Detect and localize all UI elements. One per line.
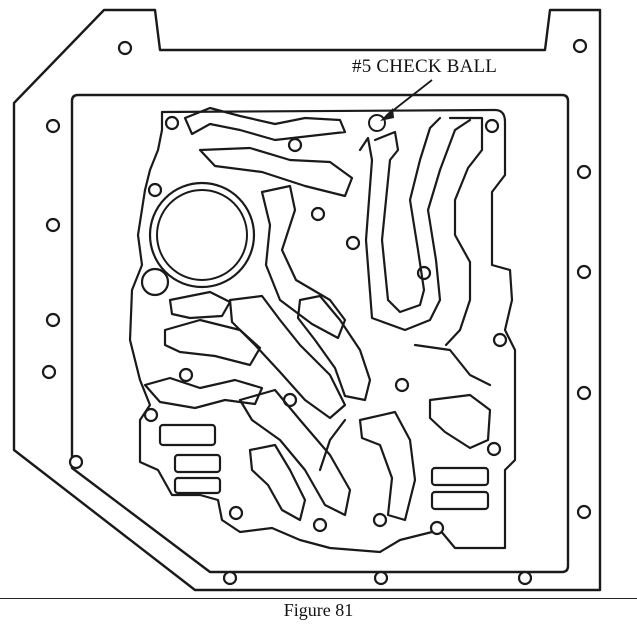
- channel: [373, 116, 442, 314]
- small-bore: [140, 267, 170, 297]
- bolt-hole: [576, 504, 592, 520]
- bolt-hole: [45, 118, 61, 134]
- bolt-hole: [373, 570, 389, 586]
- port-hole: [164, 115, 180, 131]
- channel: [358, 410, 417, 522]
- port-hole: [147, 182, 163, 198]
- bolt-hole: [222, 570, 238, 586]
- channel-network: [128, 106, 517, 554]
- bolt-hole: [576, 385, 592, 401]
- channel: [413, 343, 492, 387]
- channel: [318, 418, 347, 472]
- port-hole: [484, 118, 500, 134]
- rect-port: [173, 453, 222, 474]
- port-hole: [394, 377, 410, 393]
- channel: [238, 388, 352, 517]
- gasket-outer-outline: [12, 8, 602, 592]
- bolt-holes: [41, 38, 592, 586]
- check-ball-icon: [368, 114, 386, 132]
- channel: [163, 318, 262, 367]
- channel: [143, 376, 264, 410]
- rect-port: [430, 466, 490, 487]
- port-hole: [372, 512, 388, 528]
- channel: [198, 146, 354, 198]
- rect-port: [430, 490, 490, 511]
- channel: [248, 443, 307, 522]
- port-hole: [429, 520, 445, 536]
- gasket-inner-window: [70, 93, 570, 574]
- leader-arrowhead: [380, 108, 394, 121]
- port-hole: [310, 206, 326, 222]
- channel: [296, 294, 372, 402]
- port-hole: [287, 137, 303, 153]
- port-hole: [178, 367, 194, 383]
- caption-divider: [0, 598, 637, 599]
- body-outline: [128, 108, 517, 554]
- bolt-hole: [576, 164, 592, 180]
- port-hole: [345, 235, 361, 251]
- port-hole: [312, 517, 328, 533]
- leader-line: [385, 79, 433, 117]
- bolt-hole: [68, 454, 84, 470]
- bolt-hole: [576, 264, 592, 280]
- check-ball-callout: #5 CHECK BALL: [352, 56, 498, 77]
- bolt-hole: [117, 40, 133, 56]
- channel: [260, 184, 347, 340]
- large-bore: [148, 181, 256, 289]
- port-hole: [143, 407, 159, 423]
- bolt-hole: [41, 364, 57, 380]
- bolt-hole: [517, 570, 533, 586]
- channel: [168, 290, 232, 320]
- check-ball-marker: [368, 79, 433, 132]
- channel: [183, 106, 347, 142]
- channel: [358, 118, 472, 332]
- bolt-hole: [572, 38, 588, 54]
- bolt-hole: [45, 217, 61, 233]
- channel: [444, 116, 484, 347]
- large-bore-inner: [156, 189, 248, 281]
- rect-port: [173, 476, 222, 495]
- valve-body-gasket-diagram: [12, 8, 602, 592]
- port-hole: [486, 441, 502, 457]
- port-hole: [492, 332, 508, 348]
- rect-port: [158, 423, 217, 447]
- channel: [428, 393, 492, 450]
- bolt-hole: [45, 312, 61, 328]
- figure-caption: Figure 81: [283, 600, 354, 620]
- port-hole: [228, 505, 244, 521]
